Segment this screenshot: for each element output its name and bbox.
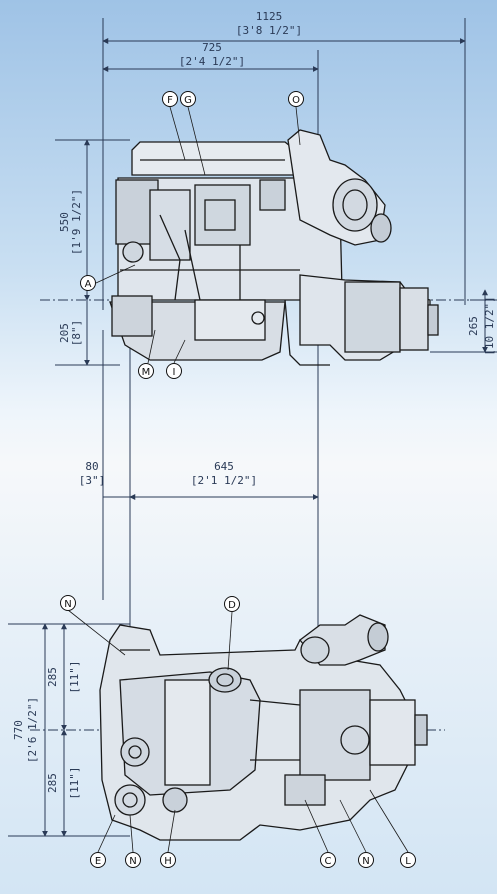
dim-80-imperial: [3"] [79, 474, 106, 487]
callouts-top: N D E N H C N L [60, 595, 416, 868]
dim-645-imperial: [2'1 1/2"] [191, 474, 257, 487]
callout-c: C [320, 852, 336, 868]
dim-770: 770 [12, 720, 25, 740]
dim-770-imperial: [2'6 1/2"] [26, 697, 39, 763]
dim-550-imperial: [1'9 1/2"] [70, 189, 83, 255]
callout-h: H [160, 852, 176, 868]
dim-1125-imperial: [3'8 1/2"] [236, 24, 302, 37]
svg-text:L: L [405, 856, 411, 867]
callout-i: I [166, 363, 182, 379]
engine-side-view [109, 129, 439, 366]
dim-645: 645 [214, 460, 234, 473]
callout-d: D [224, 596, 240, 612]
callout-f: F [162, 91, 178, 107]
dim-80: 80 [85, 460, 98, 473]
svg-text:O: O [292, 95, 300, 106]
svg-text:N: N [129, 856, 136, 867]
callout-m: M [138, 363, 154, 379]
callout-n-left: N [125, 852, 141, 868]
callout-g: G [180, 91, 196, 107]
svg-text:A: A [85, 279, 92, 290]
dim-265-imperial: [10 1/2"] [483, 296, 496, 356]
svg-text:C: C [325, 856, 332, 867]
callout-o: O [288, 91, 304, 107]
callout-n-right: N [358, 852, 374, 868]
callout-e: E [90, 852, 106, 868]
callouts-side: F G O A M I [80, 91, 304, 379]
dimension-labels: 1125 [3'8 1/2"] 725 [2'4 1/2"] 80 [3"] 6… [12, 10, 496, 800]
dim-285-lower: 285 [46, 773, 59, 793]
callout-n-upper: N [60, 595, 76, 611]
dim-285-upper: 285 [46, 667, 59, 687]
dim-265: 265 [467, 316, 480, 336]
dim-550: 550 [58, 212, 71, 232]
svg-text:N: N [362, 856, 369, 867]
svg-text:D: D [228, 600, 236, 611]
dim-205: 205 [58, 323, 71, 343]
engine-top-view [99, 614, 428, 841]
dim-1125: 1125 [256, 10, 283, 23]
dim-725-imperial: [2'4 1/2"] [179, 55, 245, 68]
svg-text:I: I [173, 367, 176, 378]
dim-725: 725 [202, 41, 222, 54]
svg-text:H: H [164, 856, 172, 867]
svg-text:E: E [95, 856, 101, 867]
svg-text:F: F [167, 95, 173, 106]
callout-a: A [80, 275, 96, 291]
svg-text:N: N [64, 599, 71, 610]
svg-text:G: G [184, 95, 192, 106]
dim-285-lower-imperial: [11"] [68, 766, 81, 799]
svg-text:M: M [142, 367, 151, 378]
callout-leaders [67, 106, 409, 853]
callout-l: L [400, 852, 416, 868]
dim-205-imperial: [8"] [70, 320, 83, 347]
dim-285-upper-imperial: [11"] [68, 660, 81, 693]
